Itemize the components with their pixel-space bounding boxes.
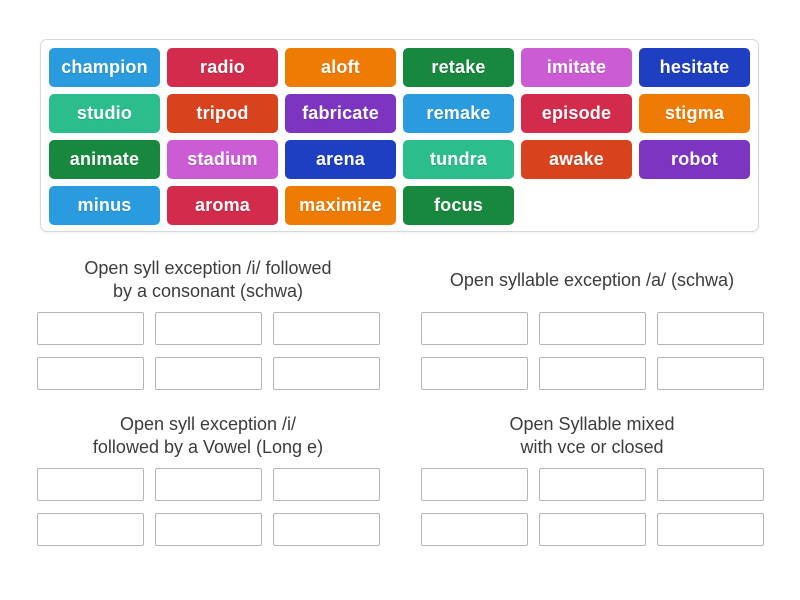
drop-slot[interactable] <box>420 312 528 345</box>
category-group-3: Open syll exception /i/followed by a Vow… <box>16 408 400 546</box>
slot-grid <box>36 468 380 546</box>
drop-slot[interactable] <box>272 513 380 546</box>
drop-slot[interactable] <box>656 468 764 501</box>
drop-slot[interactable] <box>36 357 144 390</box>
category-title: Open syllable exception /a/ (schwa) <box>450 252 734 308</box>
word-tile-imitate[interactable]: imitate <box>521 48 632 87</box>
drop-slot[interactable] <box>154 312 262 345</box>
word-tile-maximize[interactable]: maximize <box>285 186 396 225</box>
word-tile-retake[interactable]: retake <box>403 48 514 87</box>
category-title-line: followed by a Vowel (Long e) <box>92 437 324 457</box>
word-tile-minus[interactable]: minus <box>49 186 160 225</box>
drop-slot[interactable] <box>36 468 144 501</box>
word-tile-tundra[interactable]: tundra <box>403 140 514 179</box>
word-tile-fabricate[interactable]: fabricate <box>285 94 396 133</box>
word-tile-episode[interactable]: episode <box>521 94 632 133</box>
word-tile-robot[interactable]: robot <box>639 140 750 179</box>
drop-slot[interactable] <box>538 513 646 546</box>
category-title: Open syll exception /i/followed by a Vow… <box>93 408 323 464</box>
drop-slot[interactable] <box>36 513 144 546</box>
word-tile-stadium[interactable]: stadium <box>167 140 278 179</box>
word-tile-champion[interactable]: champion <box>49 48 160 87</box>
drop-slot[interactable] <box>656 357 764 390</box>
category-group-2: Open syllable exception /a/ (schwa) <box>400 252 784 390</box>
word-tile-awake[interactable]: awake <box>521 140 632 179</box>
drop-slot[interactable] <box>656 312 764 345</box>
drop-slot[interactable] <box>420 513 528 546</box>
category-group-1: Open syll exception /i/ followed by a con… <box>16 252 400 390</box>
drop-slot[interactable] <box>272 468 380 501</box>
drop-slot[interactable] <box>538 312 646 345</box>
category-title-line: with vce or closed <box>520 437 664 457</box>
word-tile-aroma[interactable]: aroma <box>167 186 278 225</box>
drop-slot[interactable] <box>420 468 528 501</box>
word-tile-stigma[interactable]: stigma <box>639 94 750 133</box>
word-tile-tripod[interactable]: tripod <box>167 94 278 133</box>
drop-slot[interactable] <box>420 357 528 390</box>
category-title: Open syll exception /i/ followed by a con… <box>84 252 331 308</box>
category-groups: Open syll exception /i/ followed by a con… <box>0 252 800 546</box>
word-tile-hesitate[interactable]: hesitate <box>639 48 750 87</box>
drop-slot[interactable] <box>272 357 380 390</box>
drop-slot[interactable] <box>538 468 646 501</box>
word-tile-animate[interactable]: animate <box>49 140 160 179</box>
drop-slot[interactable] <box>154 468 262 501</box>
slot-grid <box>420 312 764 390</box>
drop-slot[interactable] <box>36 312 144 345</box>
category-title-line: Open syllable exception /a/ (schwa) <box>449 269 735 290</box>
slot-grid <box>36 312 380 390</box>
category-title: Open Syllable mixed with vce or closed <box>509 408 674 464</box>
category-title-line: by a consonant (schwa) <box>112 281 304 301</box>
drop-slot[interactable] <box>154 513 262 546</box>
drop-slot[interactable] <box>272 312 380 345</box>
category-group-4: Open Syllable mixed with vce or closed <box>400 408 784 546</box>
category-title-line: Open syll exception /i/ <box>119 414 297 434</box>
drop-slot[interactable] <box>656 513 764 546</box>
word-tile-arena[interactable]: arena <box>285 140 396 179</box>
category-title-line: Open Syllable mixed <box>509 414 675 434</box>
word-tile-studio[interactable]: studio <box>49 94 160 133</box>
category-title-line: Open syll exception /i/ followed <box>84 258 332 278</box>
drop-slot[interactable] <box>154 357 262 390</box>
word-tile-aloft[interactable]: aloft <box>285 48 396 87</box>
word-tile-radio[interactable]: radio <box>167 48 278 87</box>
slot-grid <box>420 468 764 546</box>
word-tile-remake[interactable]: remake <box>403 94 514 133</box>
word-tile-focus[interactable]: focus <box>403 186 514 225</box>
drop-slot[interactable] <box>538 357 646 390</box>
